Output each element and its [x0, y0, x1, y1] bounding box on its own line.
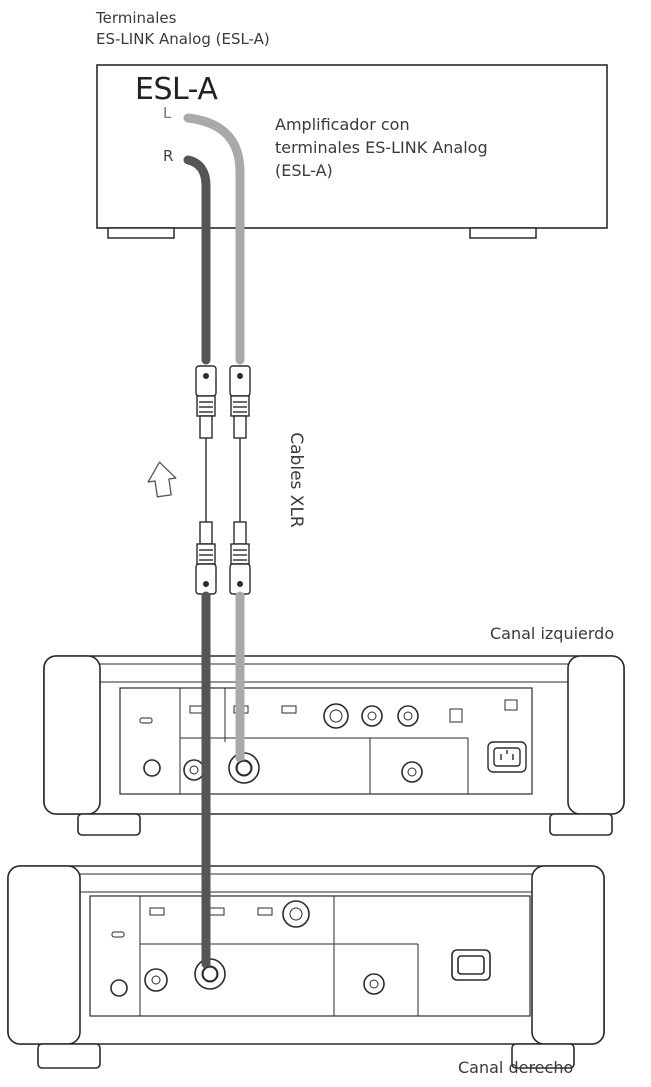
cable-left-top: [183, 113, 245, 365]
amplifier-label: Amplificador con terminales ES-LINK Anal…: [275, 113, 488, 182]
amplifier-label-line1: Amplificador con: [275, 115, 410, 134]
left-channel-label: Canal izquierdo: [490, 624, 615, 643]
terminals-label-line2: ES-LINK Analog (ESL-A): [96, 30, 270, 48]
amplifier-label-line2: terminales ES-LINK Analog: [275, 138, 488, 157]
cables-label: Cables XLR: [286, 432, 306, 528]
terminals-label: Terminales ES-LINK Analog (ESL-A): [96, 8, 270, 50]
amplifier-label-line3: (ESL-A): [275, 161, 333, 180]
cable-right-top: [183, 155, 211, 365]
device-title: ESL-A: [135, 72, 218, 107]
amplifier-unit: [96, 64, 608, 239]
power-inlet-icon: [487, 741, 527, 773]
left-channel-unit: [43, 655, 625, 836]
terminals-label-line1: Terminales: [96, 9, 177, 27]
left-terminal-label: L: [163, 104, 172, 122]
right-terminal-label: R: [163, 147, 174, 165]
xlr-connector-icon: [195, 365, 251, 595]
right-channel-unit: [7, 865, 605, 1069]
arrow-up-icon: [147, 461, 177, 498]
right-channel-label: Canal derecho: [458, 1058, 574, 1077]
